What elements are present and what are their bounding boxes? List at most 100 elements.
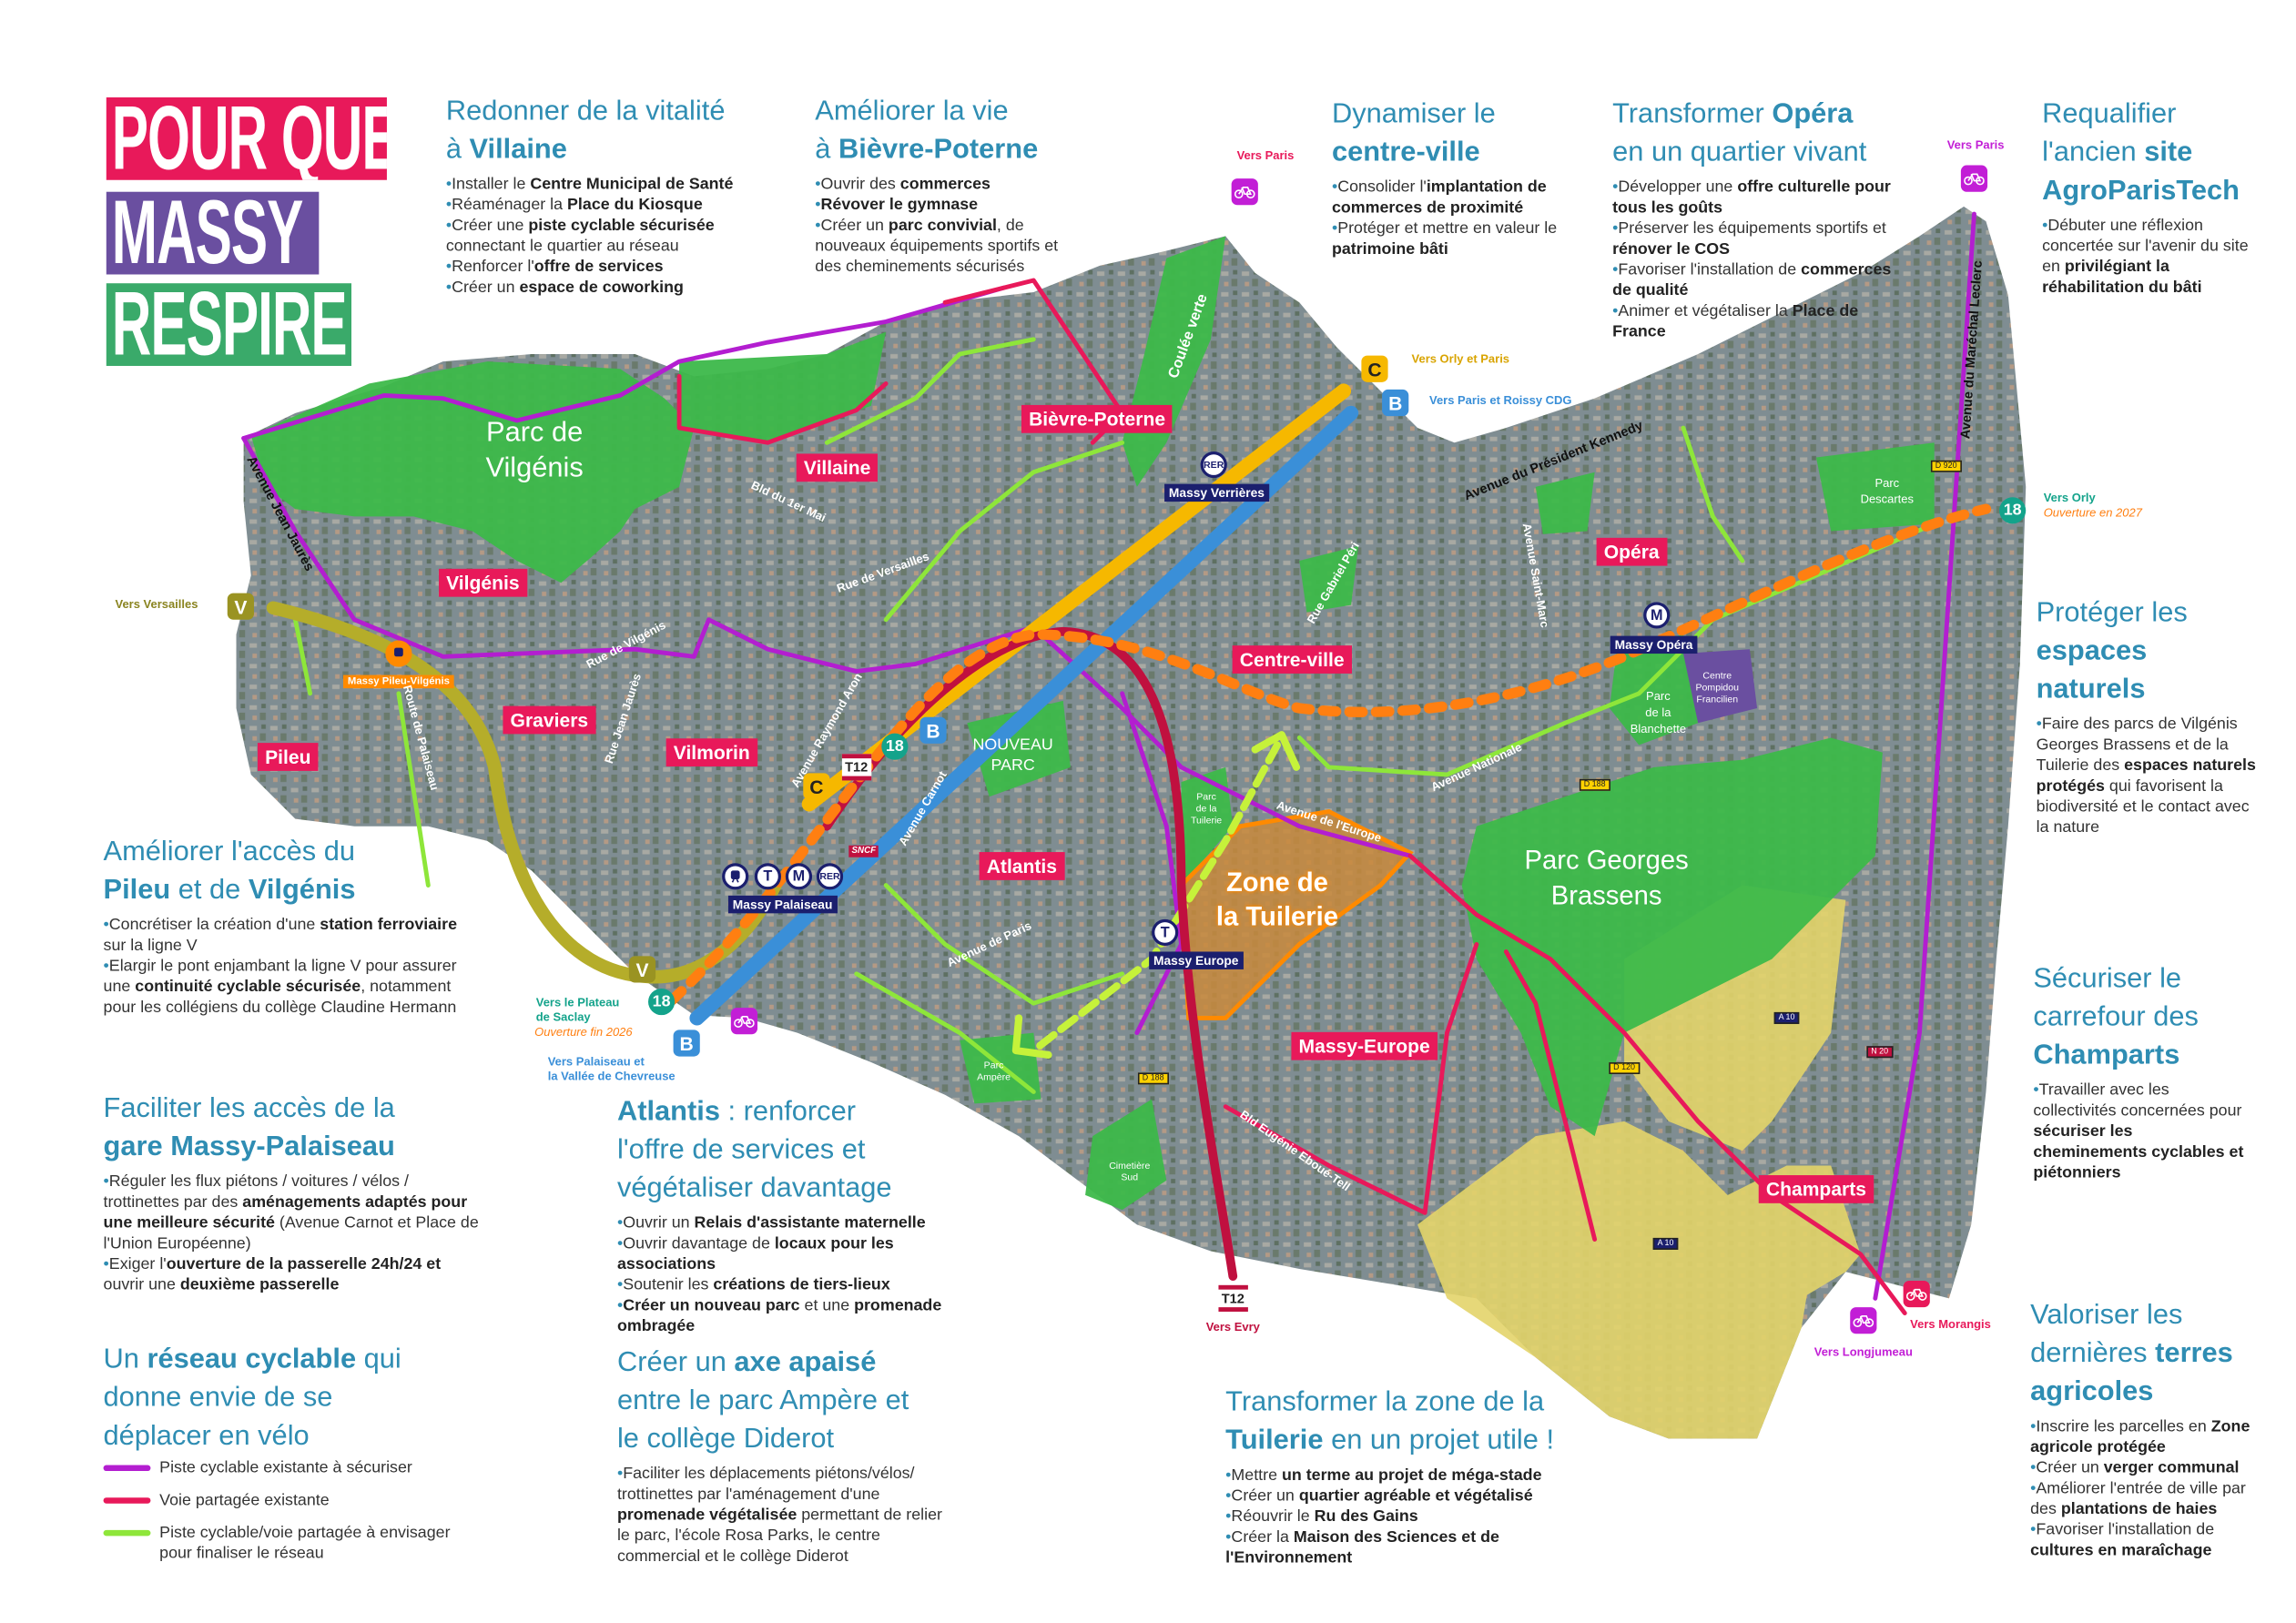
bullet-item: •Révover le gymnase xyxy=(815,195,1059,216)
bullet-dot: • xyxy=(815,196,821,215)
title-segment: Améliorer l'accès du xyxy=(103,837,356,868)
shared-lane xyxy=(676,373,889,445)
title-segment: centre-ville xyxy=(1331,137,1480,168)
line-b-badge[interactable]: B xyxy=(673,1030,700,1057)
poster-title-line2: MASSY xyxy=(106,191,320,275)
line-18-badge[interactable]: 18 xyxy=(881,733,909,760)
line-t12-badge[interactable]: T12 xyxy=(841,754,871,781)
title-segment: Transformer la zone de la xyxy=(1225,1386,1545,1418)
bullet-item: •Installer le Centre Municipal de Santé xyxy=(446,174,764,195)
bullet-segment: locaux pour les associations xyxy=(616,1234,894,1273)
bullet-segment: Améliorer l'entrée de ville par des xyxy=(2030,1479,2246,1518)
block-gare: Faciliter les accès de la gare Massy-Pal… xyxy=(104,1090,481,1295)
bullet-dot: • xyxy=(1612,302,1619,320)
opening-2026: Ouverture fin 2026 xyxy=(534,1025,633,1040)
bike-icon xyxy=(730,1008,758,1035)
line-b-badge[interactable]: B xyxy=(919,716,947,744)
title-segment: espaces naturels xyxy=(2036,635,2148,705)
bullet-segment: Place du Kiosque xyxy=(567,196,703,215)
line-18-badge[interactable]: 18 xyxy=(648,989,676,1016)
bullet-segment: Créer un xyxy=(2036,1459,2104,1477)
district-vilmorin[interactable]: Vilmorin xyxy=(665,738,757,767)
opening-2027: Ouverture en 2027 xyxy=(2043,505,2142,520)
district-centre-ville[interactable]: Centre-ville xyxy=(1232,645,1352,674)
station-massy-opera[interactable]: Massy Opéra xyxy=(1610,635,1698,654)
title-segment: et de xyxy=(170,875,249,907)
bullet-item: •Réouvrir le Ru des Gains xyxy=(1225,1506,1587,1527)
bullet-item: •Renforcer l'offre de services xyxy=(446,257,764,278)
title-segment: Dynamiser le xyxy=(1331,98,1496,130)
district-vilgenis[interactable]: Vilgénis xyxy=(439,568,527,597)
district-massy-europe[interactable]: Massy-Europe xyxy=(1291,1031,1438,1060)
block-title: Protéger les espaces naturels xyxy=(2037,594,2258,709)
bullet-dot: • xyxy=(815,175,821,194)
block-title: Transformer la zone de la Tuilerie en un… xyxy=(1225,1384,1587,1460)
sncf-logo: SNCF xyxy=(848,845,879,857)
title-segment: Protéger les xyxy=(2036,597,2188,629)
line-18-badge[interactable]: 18 xyxy=(1999,497,2027,524)
bullet-segment: Débuter une réflexion concertée sur l'av… xyxy=(2042,217,2249,277)
bullet-segment: qui favorisent la biodiversité et le con… xyxy=(2036,777,2250,837)
bullet-segment: Installer le xyxy=(452,175,531,194)
line-v-badge[interactable]: V xyxy=(628,956,656,983)
bullet-segment: Créer un nouveau parc xyxy=(623,1296,800,1315)
title-segment: Transformer xyxy=(1612,98,1773,130)
district-bievre-poterne[interactable]: Bièvre-Poterne xyxy=(1021,404,1173,433)
block-centre-ville: Dynamiser le centre-ville•Consolider l'i… xyxy=(1332,96,1576,259)
district-graviers[interactable]: Graviers xyxy=(503,705,596,735)
bullet-dot: • xyxy=(2033,1081,2039,1100)
label-zone-tuilerie[interactable]: Zone de la Tuilerie xyxy=(1215,867,1339,931)
bullet-dot: • xyxy=(2030,1479,2037,1498)
tram-icon: T xyxy=(754,863,781,890)
station-massy-verrieres[interactable]: Massy Verrières xyxy=(1164,483,1269,502)
bullet-segment: continuité cyclable sécurisée xyxy=(135,978,361,997)
district-opera[interactable]: Opéra xyxy=(1596,537,1667,566)
station-massy-pileu-vilgenis[interactable]: Massy Pileu-Vilgénis xyxy=(342,675,454,689)
bike-lane-existing xyxy=(1031,624,1413,858)
station-massy-palaiseau[interactable]: Massy Palaiseau xyxy=(727,895,838,914)
bullet-item: •Débuter une réflexion concertée sur l'a… xyxy=(2042,216,2263,299)
bullet-item: •Créer un nouveau parc et une promenade … xyxy=(617,1295,979,1336)
bullet-segment: espaces naturels protégés xyxy=(2036,756,2256,796)
bullet-segment: un terme au projet de méga-stade xyxy=(1281,1466,1542,1485)
district-pileu[interactable]: Pileu xyxy=(257,743,319,771)
line-t12-badge[interactable]: T12 xyxy=(1218,1284,1248,1312)
line-b-badge[interactable]: B xyxy=(1382,389,1409,417)
title-segment: Champarts xyxy=(2033,1040,2180,1071)
bullet-segment: parc convivial xyxy=(888,217,997,235)
direction-paris-roissy: Vers Paris et Roissy CDG xyxy=(1428,393,1572,408)
bullet-segment: Place de France xyxy=(1612,302,1859,341)
bullet-segment: implantation de commerces de proximité xyxy=(1331,178,1547,218)
axe-apaise-dashed xyxy=(1030,741,1281,1055)
district-villaine[interactable]: Villaine xyxy=(796,453,879,482)
bullet-segment: Soutenir les xyxy=(623,1276,714,1294)
bullet-dot: • xyxy=(1612,219,1619,238)
road-n20: N 20 xyxy=(1866,1046,1893,1059)
district-champarts[interactable]: Champarts xyxy=(1758,1175,1874,1203)
bike-icon xyxy=(1850,1307,1877,1334)
title-segment: Vilgénis xyxy=(248,875,356,907)
bullet-item: •Faciliter les déplacements piétons/vélo… xyxy=(617,1464,950,1567)
line-v-badge[interactable]: V xyxy=(227,593,254,620)
park-label-nouveau-parc: NOUVEAU PARC xyxy=(972,735,1053,775)
title-segment: Valoriser les dernières xyxy=(2030,1300,2183,1370)
title-segment: en un quartier vivant xyxy=(1612,137,1867,168)
station-massy-europe[interactable]: Massy Europe xyxy=(1149,951,1244,969)
title-segment: Tuilerie xyxy=(1225,1425,1324,1456)
bullet-segment: Préserver les équipements sportifs et xyxy=(1618,219,1886,238)
line-c-badge[interactable]: C xyxy=(1361,355,1388,382)
bullet-segment: permettant de relier le parc, l'école Ro… xyxy=(616,1506,942,1566)
district-atlantis[interactable]: Atlantis xyxy=(979,852,1065,880)
line-b-track xyxy=(689,405,1359,1026)
line-c-badge[interactable]: C xyxy=(803,773,830,800)
arrow-head xyxy=(1251,731,1301,771)
bullet-item: •Animer et végétaliser la Place de Franc… xyxy=(1612,301,1893,342)
bullet-segment: Ru des Gains xyxy=(1314,1507,1418,1527)
bullet-segment: Maison des Sciences et de l'Environnemen… xyxy=(1225,1528,1499,1567)
bullet-segment: , notamment pour les collégiens du collè… xyxy=(103,978,457,1017)
rer-icon: RER xyxy=(1200,451,1227,479)
title-segment: Redonner de la vitalité à xyxy=(445,96,726,166)
bullet-segment: Ouvrir des xyxy=(820,175,900,194)
line-t12-track xyxy=(822,626,1238,1281)
bullet-segment: , de nouveaux équipements sportifs et de… xyxy=(815,217,1059,277)
